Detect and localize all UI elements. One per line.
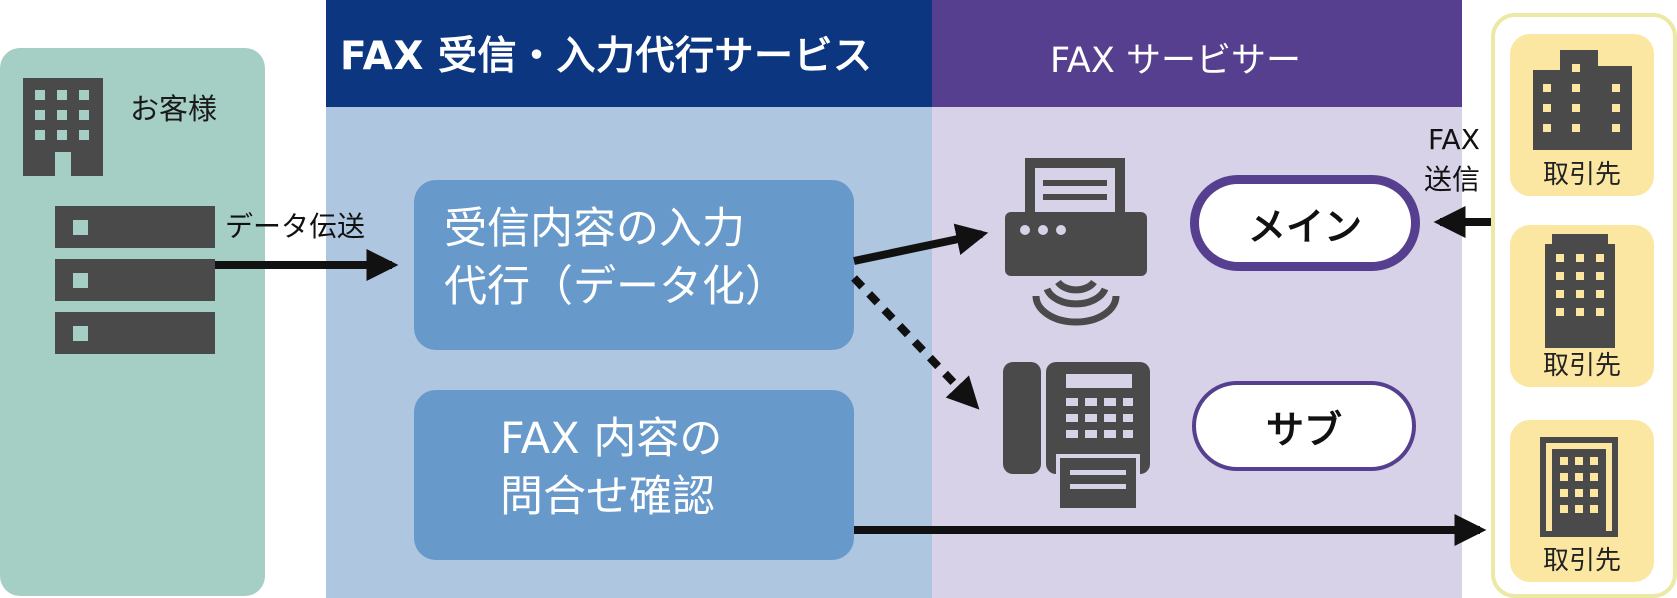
data-transfer-label: データ伝送	[225, 210, 366, 243]
server-icon	[55, 206, 215, 354]
sub-fax-pill: サブ	[1192, 381, 1416, 471]
inquiry-line2: 問合せ確認	[500, 472, 715, 522]
fax-server-header	[932, 0, 1462, 107]
printer-icon	[1005, 158, 1147, 326]
service-title: FAX 受信・入力代行サービス	[340, 34, 873, 79]
partner-building-icon	[1540, 437, 1618, 537]
sub-fax-label: サブ	[1265, 407, 1342, 452]
input-agency-line1: 受信内容の入力	[444, 204, 745, 254]
inquiry-box: FAX 内容の 問合せ確認	[414, 390, 854, 560]
partner-label: 取引先	[1542, 160, 1621, 190]
input-agency-box: 受信内容の入力 代行（データ化）	[414, 180, 854, 350]
to-fax-dashed-arrow	[851, 275, 980, 410]
service-header	[326, 0, 932, 107]
main-fax-label: メイン	[1247, 204, 1362, 249]
main-fax-pill: メイン	[1190, 175, 1420, 271]
customer-label: お客様	[130, 92, 218, 126]
partner-building-icon	[1545, 234, 1615, 348]
to-printer-arrow	[853, 223, 989, 265]
partner-label: 取引先	[1542, 546, 1621, 576]
partner-building-icon	[1533, 50, 1632, 150]
input-agency-line2: 代行（データ化）	[444, 262, 788, 312]
customer-building-icon	[23, 78, 103, 176]
fax-send-label-line2: 送信	[1424, 163, 1481, 196]
partner-label: 取引先	[1542, 351, 1621, 381]
fax-send-label-line1: FAX	[1428, 123, 1480, 156]
fax-server-title: FAX サービサー	[1050, 41, 1301, 81]
inquiry-line1: FAX 内容の	[500, 414, 723, 464]
fax-machine-icon	[1003, 362, 1150, 512]
